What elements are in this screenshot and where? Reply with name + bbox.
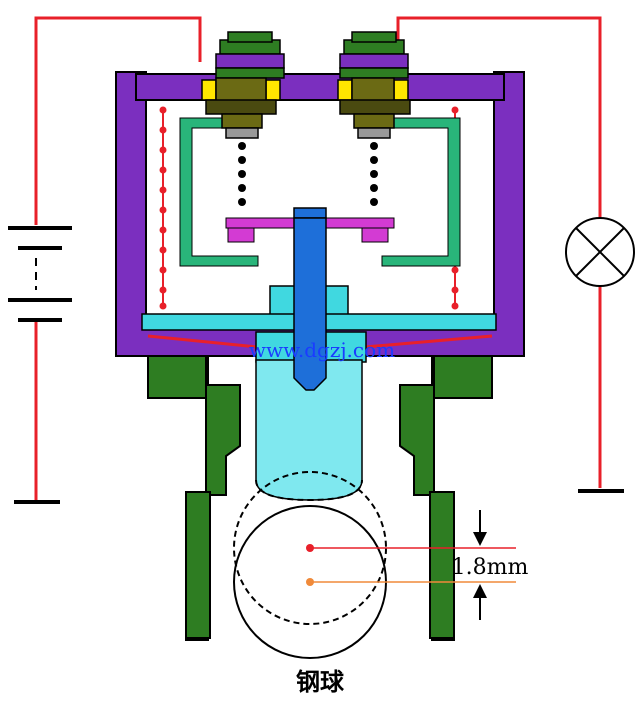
plunger-rod: [293, 207, 327, 391]
wire-left: [34, 16, 202, 225]
terminal-left: [201, 31, 285, 139]
watermark: www.dgzj.com: [249, 338, 395, 362]
ball-label: 钢球: [296, 668, 345, 696]
lamp-symbol: [565, 217, 635, 287]
steel-ball: [233, 471, 387, 659]
battery-symbol: [8, 226, 72, 322]
gap-indicator: [306, 510, 516, 620]
terminal-right: [337, 31, 411, 139]
gap-label: 1.8mm: [452, 555, 529, 580]
contact-chains: [238, 142, 378, 206]
